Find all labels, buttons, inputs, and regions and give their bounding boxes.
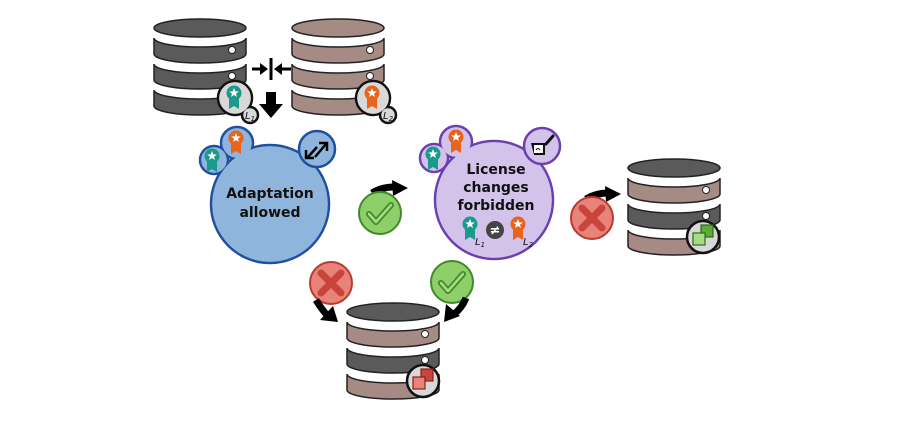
- forbidden-label-line2: changes: [463, 180, 529, 196]
- compare-left-label: L1: [475, 237, 485, 249]
- license-label-l1: L1: [245, 111, 255, 123]
- svg-text:≠: ≠: [490, 224, 501, 239]
- cross-icon: [571, 197, 613, 239]
- not-equal-icon: ≠: [486, 221, 504, 239]
- down-arrow-icon: [259, 92, 283, 118]
- merge-arrows-icon: [252, 58, 291, 80]
- check-icon: [359, 192, 401, 234]
- adaptation-allowed-node: Adaptation allowed: [198, 125, 337, 265]
- bidirectional-arrows-icon: [297, 129, 337, 169]
- check-icon: [431, 261, 473, 303]
- license-badge-l2: L2: [354, 79, 398, 125]
- forbidden-label-line3: forbidden: [458, 198, 535, 214]
- copy-red-icon: [405, 363, 441, 399]
- copy-green-icon: [685, 219, 721, 255]
- arrow-down-icon: [444, 296, 470, 322]
- compare-right-label: L2: [523, 237, 534, 249]
- license-badge-l1: L1: [216, 79, 260, 125]
- forbidden-label-line1: License: [466, 162, 525, 178]
- license-sign-icon: [522, 126, 562, 166]
- adaptation-label-line2: allowed: [239, 205, 300, 221]
- adaptation-label-line1: Adaptation: [226, 186, 314, 202]
- cross-icon: [310, 262, 352, 304]
- license-changes-forbidden-node: License changes forbidden L1 ≠ L2: [418, 124, 562, 261]
- license-label-l2: L2: [383, 111, 394, 123]
- arrow-down-icon: [312, 298, 338, 322]
